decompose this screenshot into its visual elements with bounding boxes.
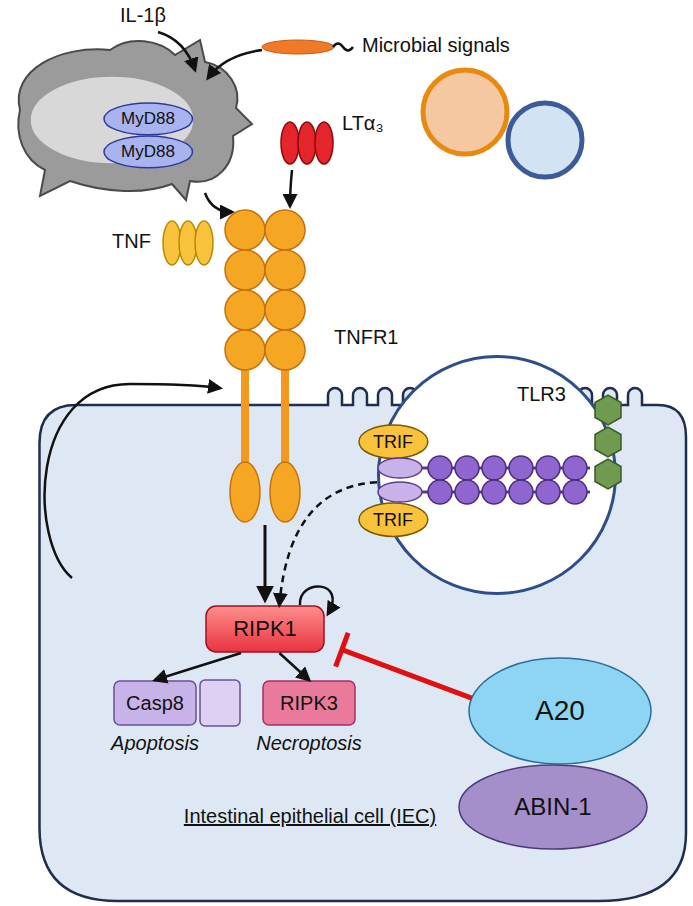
casp8-partner: [200, 680, 240, 726]
signal-arrow: [290, 170, 292, 206]
regulator-ellipse: ABIN-1: [458, 764, 648, 850]
immune-cell: [508, 103, 582, 177]
ligand-label: LTα₃: [342, 112, 384, 135]
cysteine-rich-domain: [225, 290, 265, 330]
lrr-domain: [482, 480, 506, 504]
lrr-domain: [563, 456, 587, 480]
cysteine-rich-domain: [225, 330, 265, 370]
signal-arrow: [208, 50, 262, 78]
kinase-box: RIPK3Necroptosis: [262, 680, 356, 726]
ligand-label: TNF: [112, 230, 151, 253]
death-domain: [270, 462, 300, 522]
cysteine-rich-domain: [225, 250, 265, 290]
adaptor-ellipse-outline: [104, 103, 192, 135]
endosome-outline: [377, 355, 617, 595]
signal-label: Microbial signals: [362, 34, 510, 57]
cysteine-rich-domain: [225, 210, 265, 250]
lta3-trimer: [281, 122, 333, 164]
adaptor-ellipse: MyD88: [103, 135, 193, 169]
dsrna-ligand: [595, 395, 621, 425]
cysteine-rich-domain: [265, 290, 305, 330]
tnf-trimer: [163, 221, 213, 265]
node-label: TRIF: [373, 510, 413, 531]
lrr-domain: [536, 456, 560, 480]
regulator-ellipse-outline: [459, 765, 647, 849]
lrr-domain: [428, 456, 452, 480]
tnf-trimer: [195, 221, 213, 265]
lrr-domain: [455, 480, 479, 504]
cysteine-rich-domain: [265, 330, 305, 370]
signal-arrow: [205, 193, 232, 212]
receptor-label: TNFR1: [334, 326, 398, 349]
lrr-domain: [455, 456, 479, 480]
dendritic-cell-body: [18, 40, 252, 200]
caspase-box-outline: [114, 681, 196, 725]
cysteine-rich-domain: [265, 250, 305, 290]
node-label: RIPK3: [280, 692, 338, 715]
transmembrane-stem: [281, 368, 289, 462]
endosome: TLR3: [377, 355, 617, 595]
cysteine-rich-domain: [265, 210, 305, 250]
outcome-label: Apoptosis: [111, 732, 199, 755]
immune-cell: [423, 70, 507, 154]
adaptor-ellipse: MyD88: [103, 102, 193, 136]
adaptor-ellipse: TRIF: [358, 424, 429, 459]
cytokine-label: IL-1β: [120, 4, 166, 27]
adaptor-ellipse-outline: [104, 136, 192, 168]
kinase-box-outline: [206, 606, 324, 652]
adaptor-ellipse: TRIF: [358, 502, 429, 537]
outcome-label: Necroptosis: [256, 732, 362, 755]
node-label: Casp8: [126, 692, 184, 715]
microbe: [262, 40, 334, 54]
lrr-domain: [509, 480, 533, 504]
transmembrane-stem: [241, 368, 249, 462]
node-label: TRIF: [373, 432, 413, 453]
node-label: MyD88: [121, 109, 175, 129]
microbe: [333, 44, 353, 51]
lta3-trimer: [315, 122, 333, 164]
node-label: A20: [535, 695, 585, 727]
adaptor-ellipse-outline: [359, 503, 428, 536]
kinase-box: RIPK1: [205, 605, 325, 653]
caspase-box: Casp8Apoptosis: [113, 680, 197, 726]
regulator-ellipse: A20: [468, 657, 652, 765]
endosome-outline: [379, 357, 616, 594]
regulator-ellipse-outline: [469, 658, 651, 764]
node-label: ABIN-1: [514, 793, 591, 821]
epithelial-cell: Intestinal epithelial cell (IEC)TLR3TRIF…: [38, 395, 688, 903]
lrr-domain: [536, 480, 560, 504]
lrr-domain: [482, 456, 506, 480]
signal-arrow: [264, 525, 267, 600]
death-domain: [230, 462, 260, 522]
lrr-domain: [563, 480, 587, 504]
node-label: TLR3: [517, 383, 566, 406]
tir-domain: [378, 482, 422, 502]
tir-domain: [378, 458, 422, 478]
node-label: MyD88: [121, 142, 175, 162]
lrr-domain: [509, 456, 533, 480]
lta3-trimer: [298, 122, 316, 164]
dsrna-ligand: [595, 427, 621, 457]
lta3-trimer: [281, 122, 299, 164]
node-label: RIPK1: [233, 616, 297, 641]
node-label: Intestinal epithelial cell (IEC): [180, 805, 440, 828]
signal-arrow: [158, 32, 195, 70]
kinase-box-outline: [263, 681, 355, 725]
dsrna-ligand: [595, 459, 621, 489]
microbe: [262, 40, 353, 54]
lrr-domain: [428, 480, 452, 504]
casp8-partner: [200, 680, 240, 726]
adaptor-ellipse-outline: [359, 425, 428, 458]
immune-cell: [423, 70, 582, 177]
